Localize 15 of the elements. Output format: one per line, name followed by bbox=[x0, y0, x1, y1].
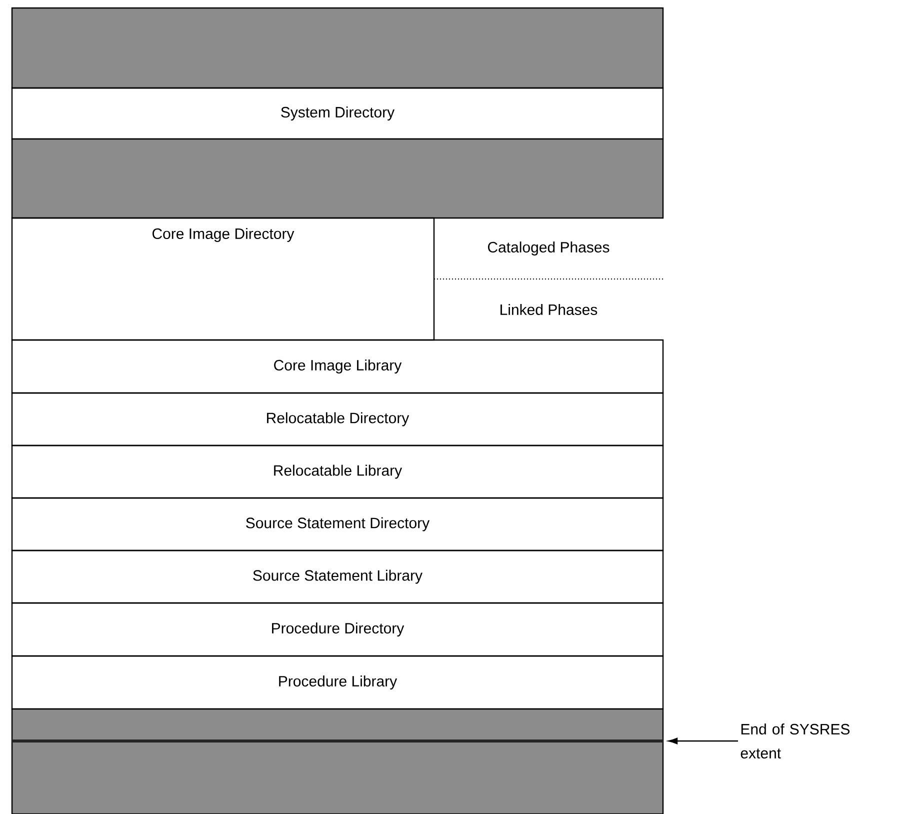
storage-area-box: Core Image Library bbox=[11, 339, 664, 394]
storage-area-cell: Linked Phases bbox=[500, 304, 598, 315]
storage-area-box: Source Statement Library bbox=[11, 550, 664, 604]
storage-area-box: Procedure Library bbox=[11, 655, 664, 710]
storage-area-box: Procedure Directory bbox=[11, 602, 664, 657]
arrow bbox=[668, 738, 738, 744]
shaded-band bbox=[11, 708, 664, 814]
shaded-band bbox=[11, 7, 664, 89]
storage-area-box: Relocatable Library bbox=[11, 444, 664, 499]
annotation-text: End of SYSRES extent bbox=[740, 724, 850, 758]
storage-area-box: Relocatable Directory bbox=[11, 392, 664, 446]
storage-area-box: Source Statement Directory bbox=[11, 497, 664, 552]
storage-area-cell: Cataloged Phases bbox=[488, 242, 610, 256]
storage-area-box: Core Image Directory bbox=[11, 217, 435, 341]
shaded-band bbox=[11, 138, 664, 219]
